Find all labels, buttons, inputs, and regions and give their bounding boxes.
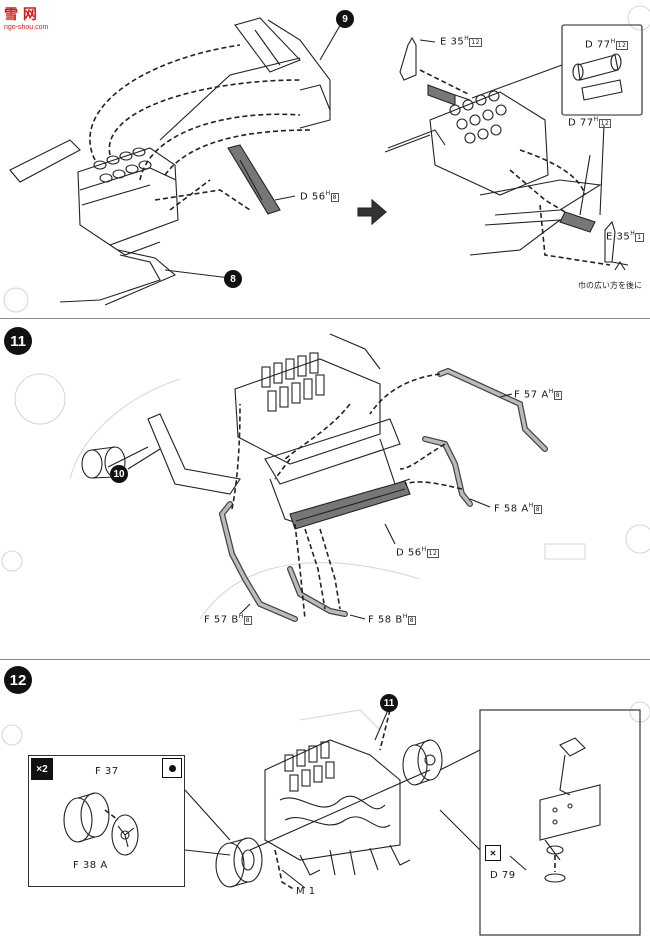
label-sup: H [610,38,616,45]
step-12-badge: 12 [4,666,32,694]
step-11-badge: 11 [4,327,32,355]
step-11-panel: 11 10 F 57 AH8 F 58 AH8 D 56H12 F 57 BH8… [0,319,650,659]
callout-step-10: 10 [110,465,128,483]
label-plate: 12 [615,41,629,51]
step-10-diagram [3,5,650,313]
label-plate: 12 [426,549,440,559]
label-f38a: F 38 A [73,860,108,871]
label-sup: H [630,230,636,237]
label-f37: F 37 [95,766,119,777]
callout-step-11: 11 [380,694,398,712]
label-plate: 8 [243,616,253,626]
step-12-diagram [1,701,650,936]
step-10-panel: 9 8 D 56H8 E 35H12 D 77H12 D 77H12 E 35H… [0,0,650,318]
callout-step-8: 8 [224,270,242,288]
label-plate: 12 [598,119,612,129]
label-code: E 35 [606,231,631,243]
label-m1: M 1 [296,886,316,897]
paint-dot-icon [168,764,176,772]
label-f58b: F 58 BH8 [368,613,417,626]
label-e35-right: E 35H1 [606,230,644,243]
label-code: F 58 B [368,614,403,626]
divider-2 [0,659,650,660]
quantity-x2-icon: ×2 [31,758,53,780]
label-sup: H [421,546,427,553]
label-d56-left: D 56H8 [300,190,339,203]
label-code: D 56 [396,547,422,559]
divider-1 [0,318,650,319]
label-f58a: F 58 AH8 [494,502,543,515]
step-11-diagram [1,333,650,622]
cut-icon: ✕ [485,845,501,861]
step-12-panel: 12 11 ×2 F 37 F 38 A M 1 ✕ D 79 [0,660,650,951]
watermark-url: ngo-shou.com [4,24,49,31]
label-sup: H [528,502,534,509]
label-code: F 57 B [204,614,239,626]
label-sup: H [548,388,554,395]
label-code: F 57 A [514,389,549,401]
label-plate: 1 [635,233,644,243]
label-f57a: F 57 AH8 [514,388,563,401]
label-sup: H [593,116,599,123]
wheel-inset-box: ×2 F 37 F 38 A [28,755,185,887]
label-plate: 8 [553,391,563,401]
label-plate: 8 [533,505,543,515]
label-sup: H [238,613,244,620]
label-d79: D 79 [490,870,516,881]
label-code: D 77 [585,39,611,51]
label-sup: H [325,190,331,197]
label-plate: 8 [407,616,417,626]
callout-step-9: 9 [336,10,354,28]
label-code: E 35 [440,36,465,48]
label-sup: H [402,613,408,620]
label-d56-mid: D 56H12 [396,546,440,559]
label-code: F 58 A [494,503,529,515]
label-plate: 12 [469,38,482,48]
label-d77-upper: D 77H12 [585,38,629,51]
label-f57b: F 57 BH8 [204,613,253,626]
label-sup: H [464,35,470,42]
label-e35-top: E 35H12 [440,35,482,48]
assembly-note: 巾の広い方を後に [578,281,642,290]
paint-icon [162,758,182,778]
watermark-logo: 雪 网 [4,7,37,23]
label-code: D 77 [568,117,594,129]
label-plate: 8 [330,193,339,203]
label-d77-lower: D 77H12 [568,116,612,129]
label-code: D 56 [300,191,326,203]
